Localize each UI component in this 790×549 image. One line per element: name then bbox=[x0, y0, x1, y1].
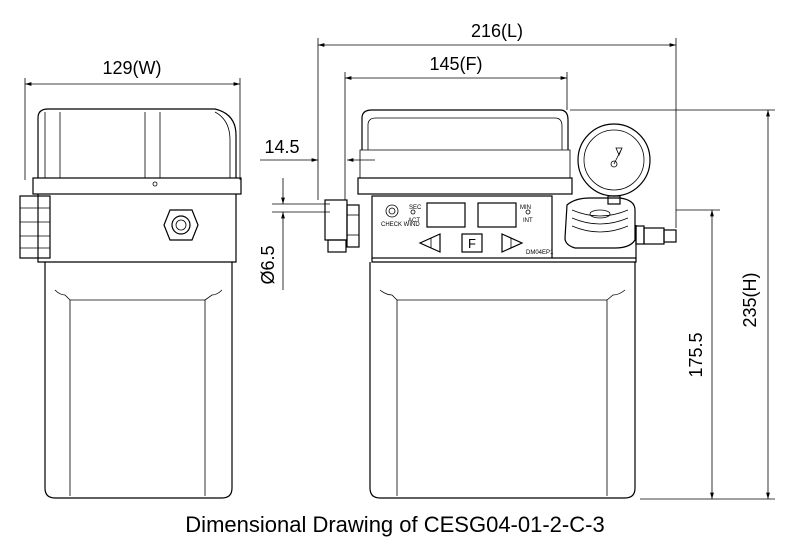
length-dimension: 216(L) bbox=[471, 21, 523, 41]
panel-min-label: MIN bbox=[520, 205, 531, 211]
f-button-label: F bbox=[468, 236, 476, 251]
pressure-gauge-icon bbox=[577, 123, 651, 205]
diameter-dimension: Ø6.5 bbox=[258, 245, 278, 284]
drawing-caption: Dimensional Drawing of CESG04-01-2-C-3 bbox=[185, 512, 605, 537]
outlet-height-dimension: 175.5 bbox=[686, 332, 706, 377]
height-dimension: 235(H) bbox=[740, 272, 760, 327]
width-dimension: 129(W) bbox=[102, 58, 161, 78]
front-dimension: 145(F) bbox=[429, 54, 482, 74]
side-view bbox=[19, 108, 242, 499]
pump-unit-icon bbox=[564, 197, 636, 249]
dimension-lines bbox=[24, 38, 775, 500]
right-arrow-button[interactable] bbox=[501, 233, 524, 253]
panel-int-label: INT bbox=[523, 218, 533, 224]
offset-dimension: 14.5 bbox=[264, 137, 299, 157]
panel-check-label: CHECK WIND bbox=[381, 222, 420, 228]
panel-sec-label: SEC bbox=[409, 205, 422, 211]
outlet-fitting-icon bbox=[635, 225, 677, 245]
panel-model-tag: DM04EP1 bbox=[526, 250, 554, 256]
left-arrow-button[interactable] bbox=[418, 233, 441, 253]
mounting-fitting-icon bbox=[324, 199, 360, 253]
f-button[interactable]: F bbox=[461, 233, 483, 253]
panel-act-label: ACT bbox=[408, 218, 420, 224]
front-view: SEC MIN ACT INT CHECK WIND DM04EP1 F bbox=[324, 109, 677, 499]
